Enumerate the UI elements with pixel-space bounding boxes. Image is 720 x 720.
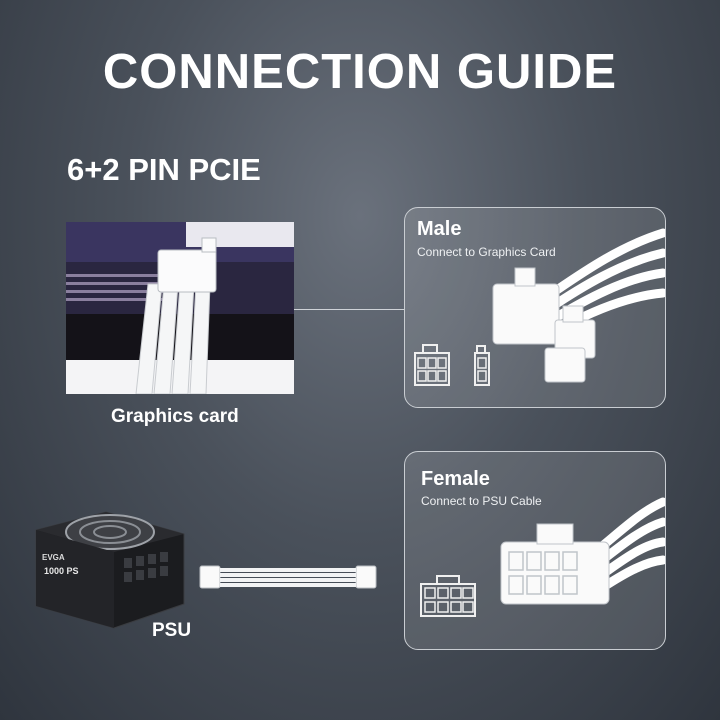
- graphics-card-label: Graphics card: [111, 406, 239, 427]
- page-title: CONNECTION GUIDE: [102, 45, 618, 99]
- gpu-connector-line: [294, 309, 404, 310]
- male-description: Connect to Graphics Card: [417, 245, 556, 259]
- extension-cable-illustration: [198, 562, 382, 592]
- female-connector-illustration: [420, 497, 665, 617]
- male-connector-illustration: [414, 228, 665, 386]
- graphics-card-photo: [66, 222, 294, 394]
- psu-illustration: EVGA 1000 PS: [32, 508, 188, 630]
- female-connector-panel: Female Connect to PSU Cable: [404, 451, 666, 650]
- psu-label: PSU: [152, 620, 192, 641]
- psu-model: 1000 PS: [44, 566, 79, 576]
- male-connector-panel: Male Connect to Graphics Card: [404, 207, 666, 408]
- psu-brand: EVGA: [42, 553, 65, 562]
- male-title: Male: [417, 218, 462, 240]
- female-title: Female: [421, 468, 490, 490]
- female-description: Connect to PSU Cable: [421, 494, 542, 508]
- connector-type-heading: 6+2 PIN PCIE: [67, 152, 261, 187]
